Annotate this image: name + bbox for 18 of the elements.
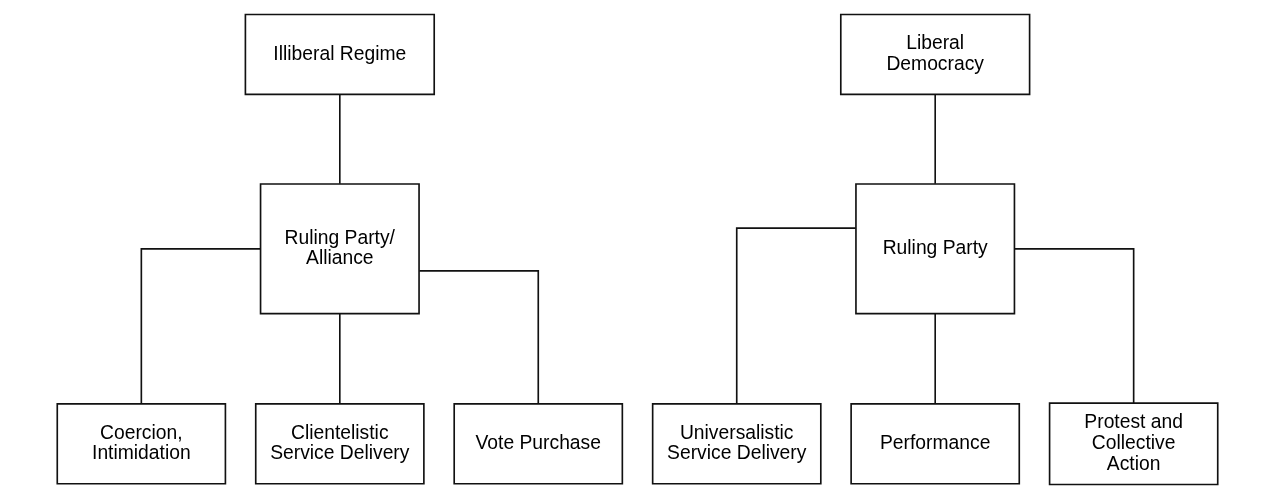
node-box: Ruling Party bbox=[854, 182, 1015, 314]
connector bbox=[140, 247, 261, 404]
connector bbox=[933, 93, 936, 185]
node-box: Liberal Democracy bbox=[839, 13, 1030, 95]
connector bbox=[735, 226, 856, 405]
node-box: Vote Purchase bbox=[452, 402, 623, 485]
node-box: Coercion, Intimidation bbox=[55, 402, 226, 485]
connector bbox=[418, 269, 539, 405]
node-box: Universalistic Service Delivery bbox=[651, 402, 822, 485]
node-box: Illiberal Regime bbox=[244, 13, 435, 95]
node-box: Clientelistic Service Delivery bbox=[254, 402, 425, 485]
node-box: Ruling Party/ Alliance bbox=[259, 182, 420, 314]
node-box: Performance bbox=[849, 402, 1020, 485]
connector bbox=[1013, 247, 1134, 404]
node-box: Protest and Collective Action bbox=[1048, 401, 1219, 485]
connector bbox=[338, 93, 341, 185]
connector bbox=[933, 312, 936, 404]
connector bbox=[338, 312, 341, 404]
